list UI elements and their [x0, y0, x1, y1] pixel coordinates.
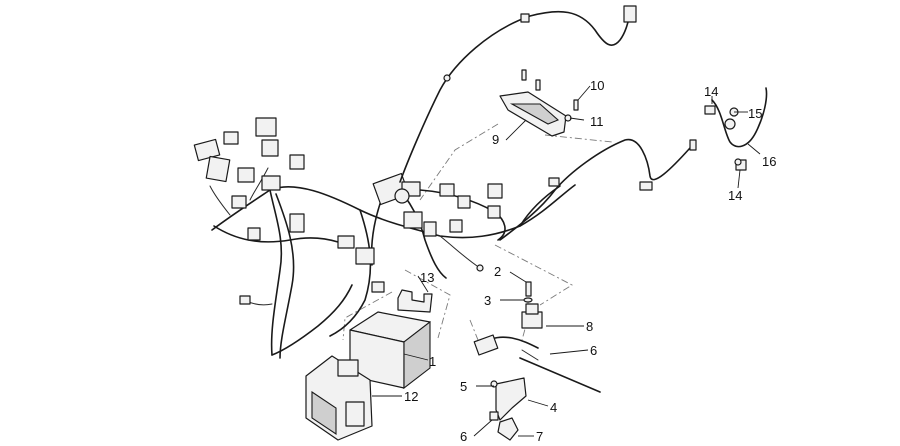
callout-labels: 1 2 3 4 5 6 6 7 8 9 10 11 12 13 14 14 15…	[404, 78, 776, 444]
callout-2: 2	[494, 264, 501, 279]
bracket-part-4	[489, 377, 527, 441]
bracket-part-9	[499, 69, 579, 137]
bracket-part-13	[397, 289, 433, 313]
callout-9: 9	[492, 132, 499, 147]
callout-5: 5	[460, 379, 467, 394]
control-unit-part-12	[305, 355, 373, 441]
callout-14-top: 14	[704, 84, 718, 99]
callout-8: 8	[586, 319, 593, 334]
callout-4: 4	[550, 400, 557, 415]
callout-13: 13	[420, 270, 434, 285]
callout-10: 10	[590, 78, 604, 93]
callout-1: 1	[429, 354, 436, 369]
callout-7: 7	[536, 429, 543, 444]
callout-3: 3	[484, 293, 491, 308]
main-wiring-harness	[209, 167, 576, 359]
screw-washer-parts-2-3	[523, 281, 533, 303]
assembly-guides	[342, 123, 613, 346]
callout-11: 11	[590, 114, 604, 129]
upper-cable	[399, 5, 637, 183]
callout-14-bottom: 14	[728, 188, 742, 203]
sensor-part-8	[473, 303, 543, 356]
right-cable	[499, 138, 697, 241]
rod-part-6	[519, 349, 601, 393]
callout-6-rod: 6	[590, 343, 597, 358]
callout-15: 15	[748, 106, 762, 121]
callout-16: 16	[762, 154, 776, 169]
battery-part-1	[349, 311, 431, 390]
harness-connectors	[193, 117, 503, 305]
callout-6-lower: 6	[460, 429, 467, 444]
ground-cable-part-16	[704, 87, 768, 171]
leader-lines	[372, 85, 761, 437]
callout-12: 12	[404, 389, 418, 404]
